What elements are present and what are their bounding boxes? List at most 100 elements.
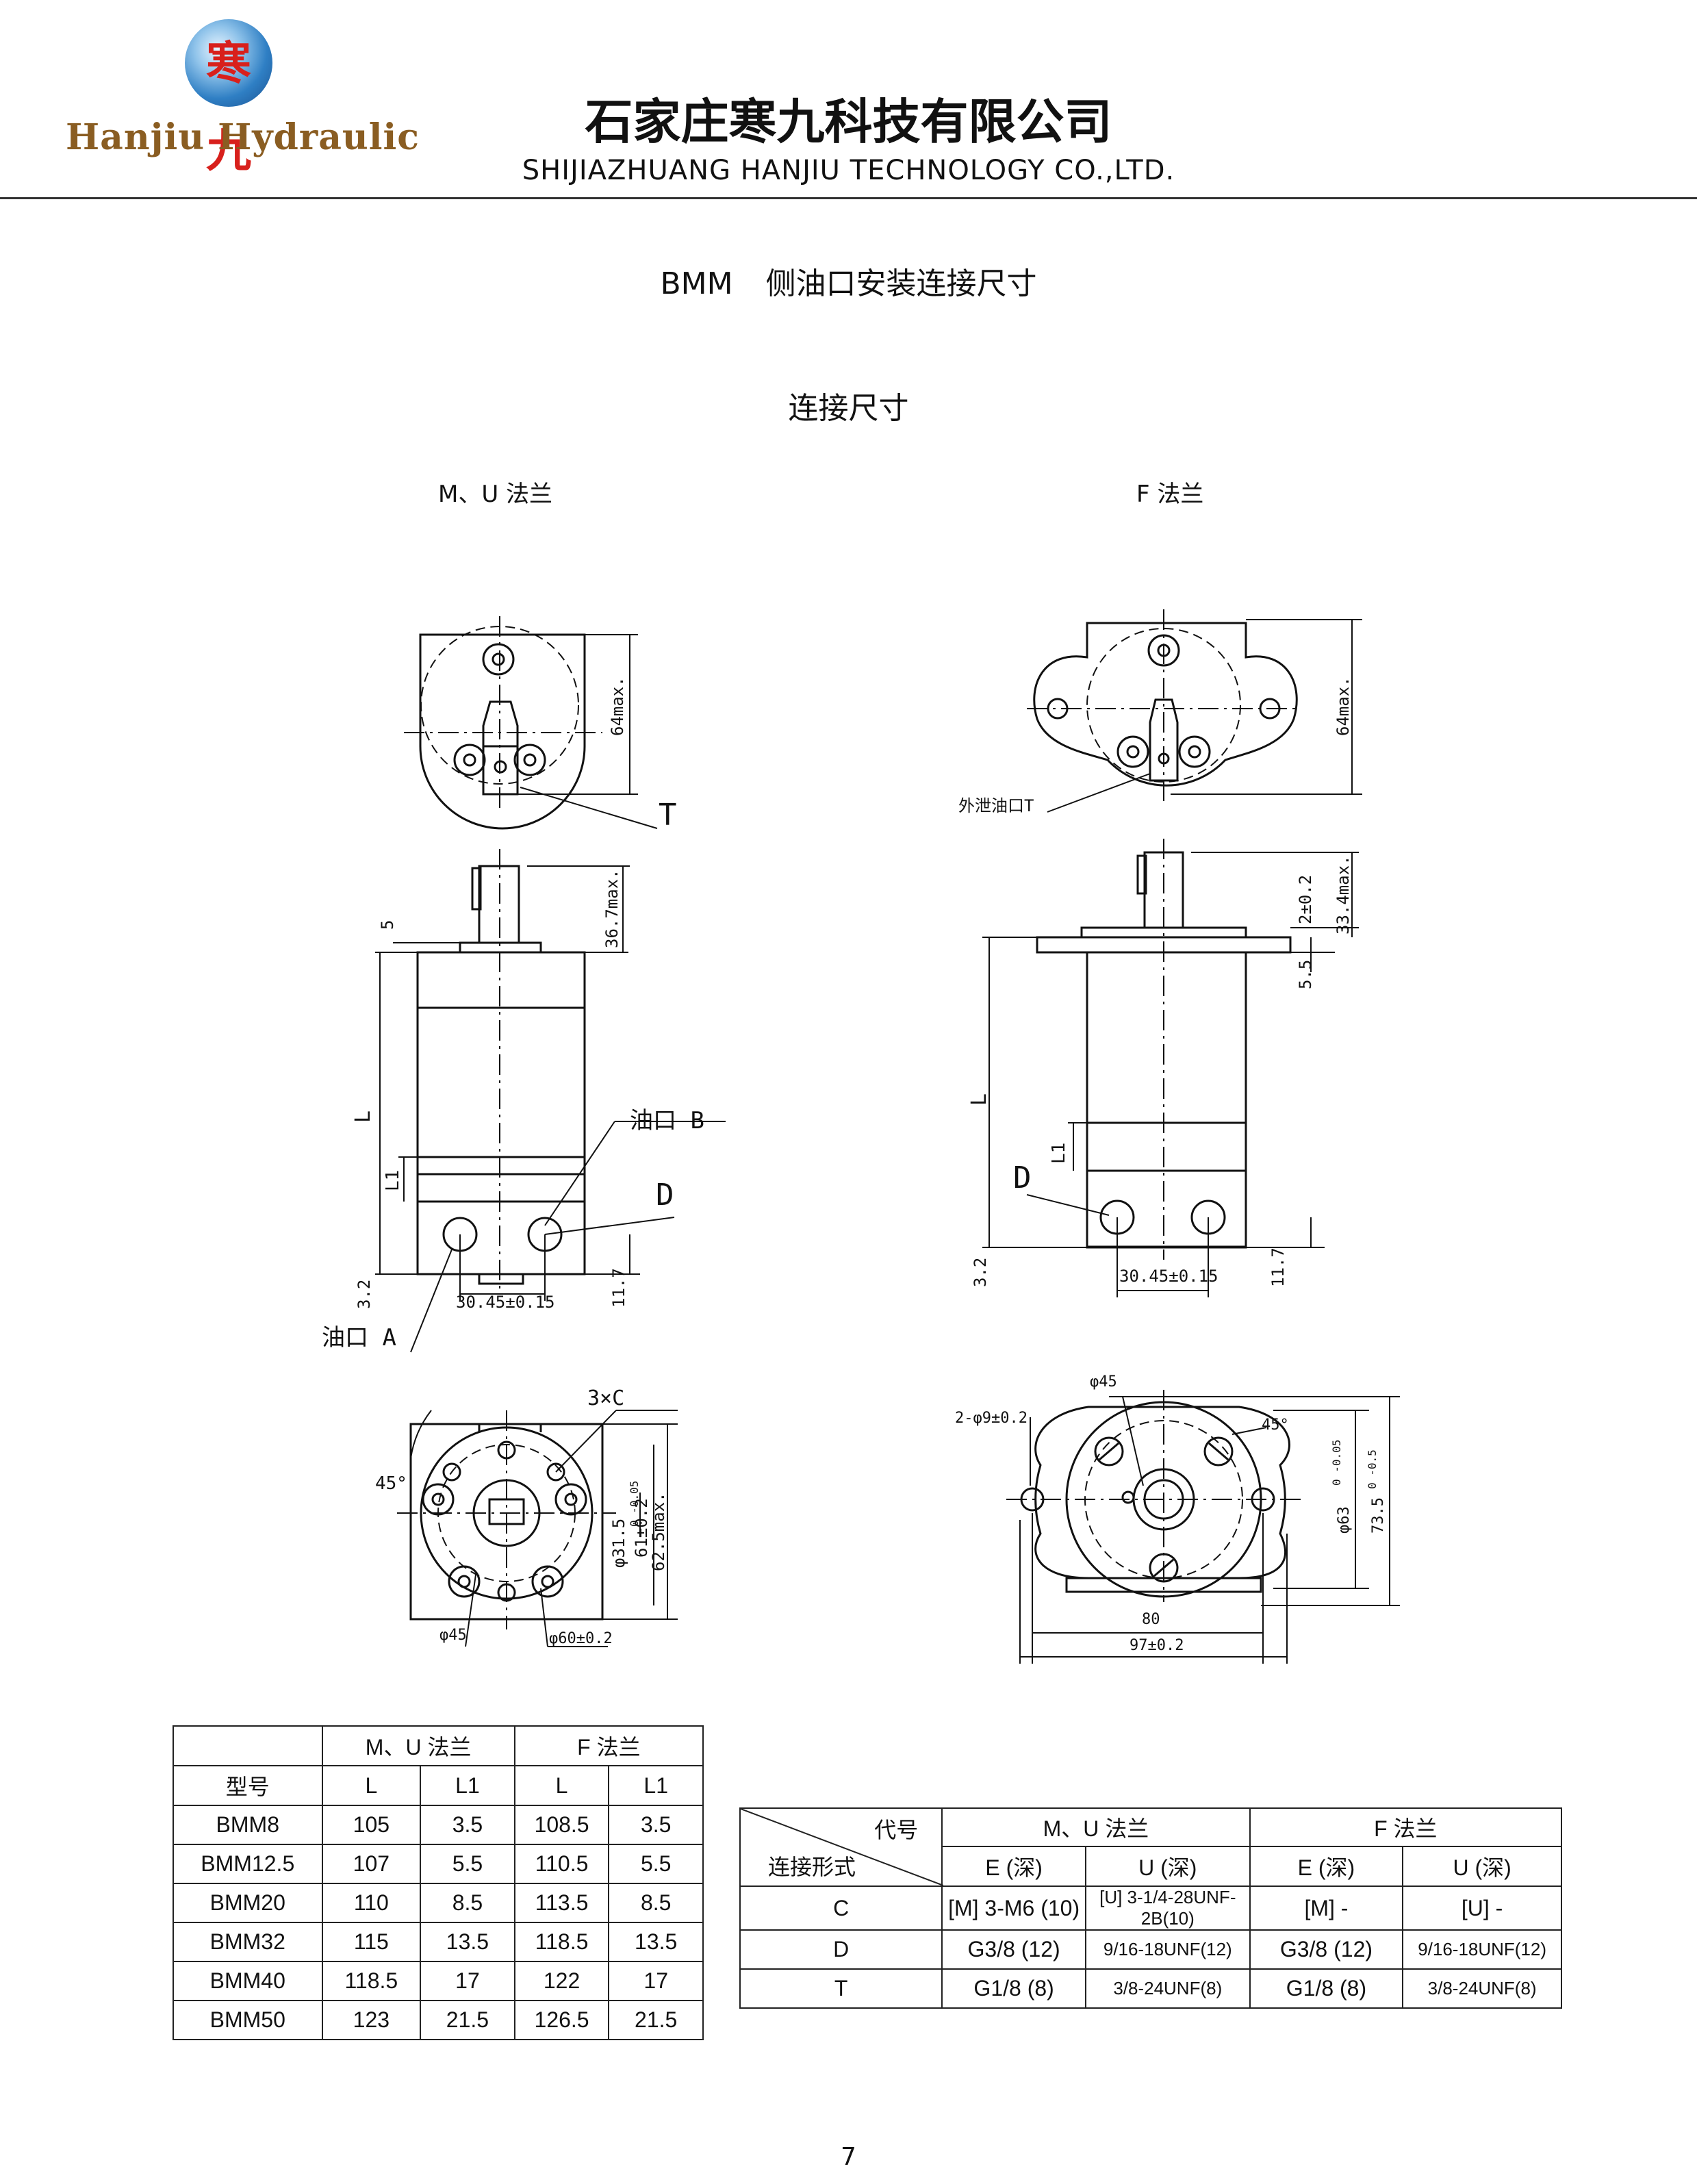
table1-cell: 123 (321, 2000, 422, 2040)
table1-cell: 118.5 (513, 1922, 610, 1962)
table2-cell: 3/8-24UNF(8) (1084, 1968, 1251, 2009)
table1-col-L: L (321, 1765, 422, 1806)
dim-left-625: 62.5max. (649, 1492, 668, 1571)
table2-cell: [M] 3-M6 (10) (941, 1885, 1086, 1931)
dim-right-phi45: φ45 (1090, 1373, 1117, 1391)
table1-cell: 13.5 (420, 1922, 515, 1962)
table1-cell: BMM50 (173, 2000, 323, 2040)
table1-cell: 21.5 (608, 2000, 704, 2040)
dim-left-port-B: 油口 B (630, 1107, 704, 1134)
dim-right-97: 97±0.2 (1130, 1637, 1184, 1654)
right-front-view (1006, 1390, 1400, 1664)
dim-right-45deg: 45° (1262, 1417, 1289, 1434)
dim-left-5: 5 (378, 920, 397, 930)
dim-left-315: φ31.5 (609, 1519, 628, 1568)
table1-cell: 108.5 (513, 1805, 610, 1845)
table2-sub-E: E (深) (1249, 1846, 1404, 1887)
table2-sub-E: E (深) (941, 1846, 1086, 1887)
table1-cell: BMM32 (173, 1922, 323, 1962)
header-divider (0, 197, 1697, 199)
table1-cell: BMM8 (173, 1805, 323, 1845)
table1-cell: 3.5 (420, 1805, 515, 1845)
dim-right-735: 73.5 (1370, 1497, 1387, 1534)
dim-right-55: 5.5 (1296, 960, 1315, 989)
table1-cell: BMM12.5 (173, 1844, 323, 1884)
table1-cell: 8.5 (608, 1883, 704, 1923)
right-top-view (1027, 609, 1362, 813)
table1-cell: 110 (321, 1883, 422, 1923)
dim-left-45deg: 45° (375, 1473, 407, 1494)
dim-left-367: 36.7max. (602, 869, 622, 948)
dim-left-top-64max: 64max. (608, 676, 627, 736)
table1-header-mu: M、U 法兰 (321, 1725, 515, 1766)
doc-model: BMM (660, 266, 733, 301)
dim-left-phi45: φ45 (439, 1627, 467, 1644)
dim-left-L1: L1 (383, 1170, 403, 1191)
table2-diag-bottom: 连接形式 (768, 1855, 856, 1879)
dim-left-L: L (351, 1110, 375, 1123)
table2-cell: T (739, 1968, 943, 2009)
table1-cell: BMM20 (173, 1883, 323, 1923)
table2-header-mu: M、U 法兰 (941, 1807, 1251, 1847)
table2-diag-top: 代号 (874, 1818, 919, 1842)
dim-left-61: 61±0.2 (632, 1498, 651, 1558)
table2-cell: 9/16-18UNF(12) (1084, 1929, 1251, 1970)
right-drawing-title: F 法兰 (1136, 481, 1204, 508)
table1-corner (173, 1725, 322, 1766)
dim-left-315-tol: 0 -0.05 (628, 1481, 641, 1527)
table1-cell: 113.5 (513, 1883, 610, 1923)
table1-cell: 118.5 (321, 1961, 422, 2001)
dim-right-top-64max: 64max. (1334, 676, 1353, 736)
section-title: 连接尺寸 (788, 391, 909, 426)
table1-cell: 5.5 (608, 1844, 704, 1884)
dim-right-735-tol: 0 -0.5 (1366, 1449, 1379, 1489)
table1-cell: 17 (420, 1961, 515, 2001)
dim-right-63-tol: 0 -0.05 (1330, 1440, 1343, 1486)
table2-header-f: F 法兰 (1249, 1807, 1563, 1847)
table2-cell: D (739, 1929, 943, 1970)
dim-left-phi60: φ60±0.2 (549, 1630, 613, 1647)
table1-cell: BMM40 (173, 1961, 323, 2001)
left-drawing-title: M、U 法兰 (438, 481, 553, 508)
table1-cell: 105 (321, 1805, 422, 1845)
diagonal-line (741, 1809, 943, 1885)
logo-mark: 寒九 (206, 36, 251, 177)
table2-diagonal-header: 代号 连接形式 (739, 1807, 943, 1887)
table1-cell: 5.5 (420, 1844, 515, 1884)
table1-cell: 122 (513, 1961, 610, 2001)
table2-cell: [M] - (1249, 1885, 1404, 1931)
dim-right-holes: 2-φ9±0.2 (955, 1410, 1028, 1427)
table1-cell: 17 (608, 1961, 704, 2001)
table1-cell: 107 (321, 1844, 422, 1884)
table2-cell: [U] - (1402, 1885, 1562, 1931)
table2-cell: G3/8 (12) (1249, 1929, 1404, 1970)
left-front-view (397, 1410, 678, 1647)
dim-right-80: 80 (1142, 1611, 1160, 1628)
table1-col-model: 型号 (173, 1765, 323, 1806)
table2-cell: [U] 3-1/4-28UNF-2B(10) (1084, 1885, 1251, 1931)
table1-cell: 13.5 (608, 1922, 704, 1962)
dim-right-L1: L1 (1049, 1143, 1069, 1164)
table2-sub-U: U (深) (1084, 1846, 1251, 1887)
dim-right-3045: 30.45±0.15 (1119, 1267, 1218, 1286)
table1-cell: 21.5 (420, 2000, 515, 2040)
table2-cell: G3/8 (12) (941, 1929, 1086, 1970)
dim-left-D: D (656, 1178, 674, 1212)
dim-left-117: 11.7 (609, 1268, 628, 1308)
table2-cell: G1/8 (8) (941, 1968, 1086, 2009)
dim-right-117: 11.7 (1268, 1247, 1288, 1287)
table1-cell: 115 (321, 1922, 422, 1962)
brand-name: Hanjiu Hydraulic (66, 116, 420, 158)
table2-cell: G1/8 (8) (1249, 1968, 1404, 2009)
table1-col-L: L (513, 1765, 610, 1806)
logo-globe-icon (185, 19, 272, 107)
dim-left-port-A: 油口 A (322, 1324, 396, 1351)
